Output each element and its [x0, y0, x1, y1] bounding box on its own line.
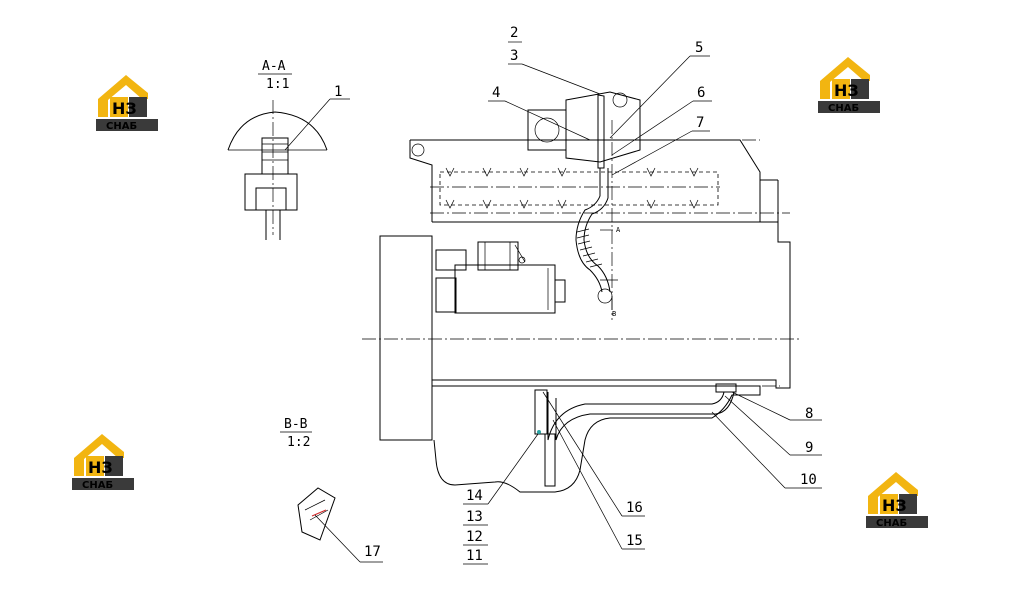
watermark-logo: НЗ CHAБ — [818, 55, 882, 115]
watermark-logo: НЗ CHAБ — [96, 73, 160, 133]
section-aa-scale: 1:1 — [266, 77, 289, 92]
part-label-15: 15 — [626, 533, 643, 549]
part-label-16: 16 — [626, 500, 643, 516]
logo-sub: CHAБ — [106, 121, 137, 132]
logo-letters: НЗ — [112, 99, 137, 118]
logo-sub: CHAБ — [82, 480, 113, 491]
logo-letters: НЗ — [834, 81, 859, 100]
part-label-11: 11 — [466, 548, 483, 564]
part-label-9: 9 — [805, 440, 813, 456]
view-mark-b: B — [612, 310, 616, 318]
section-bb-scale: 1:2 — [287, 435, 310, 450]
view-mark-a: A — [616, 226, 621, 234]
logo-sub: CHAБ — [876, 518, 907, 529]
section-bb-title: B-B — [284, 417, 308, 432]
part-label-17: 17 — [364, 544, 381, 560]
part-label-5: 5 — [695, 40, 703, 56]
section-aa-title: A-A — [262, 59, 286, 74]
logo-letters: НЗ — [882, 496, 907, 515]
turbocharger — [527, 91, 641, 169]
section-bb-detail: B-B 1:2 — [280, 417, 336, 541]
house-logo-icon: НЗ CHAБ — [818, 57, 880, 114]
part-label-1: 1 — [334, 84, 342, 100]
part-label-7: 7 — [696, 115, 704, 131]
watermark-logo: НЗ CHAБ — [72, 432, 136, 492]
manifold-studs — [445, 167, 699, 209]
starter-motor — [435, 241, 566, 314]
part-label-13: 13 — [466, 509, 483, 525]
leaders: 1 2 3 4 5 6 7 8 9 10 14 — [284, 25, 822, 565]
part-label-10: 10 — [800, 472, 817, 488]
part-label-8: 8 — [805, 406, 813, 422]
part-label-6: 6 — [697, 85, 705, 101]
part-label-3: 3 — [510, 48, 518, 64]
house-logo-icon: НЗ CHAБ — [866, 472, 928, 529]
part-label-12: 12 — [466, 529, 483, 545]
house-logo-icon: НЗ CHAБ — [72, 434, 134, 491]
part-label-14: 14 — [466, 488, 483, 504]
logo-sub: CHAБ — [828, 103, 859, 114]
house-logo-icon: НЗ CHAБ — [96, 75, 158, 132]
part-label-4: 4 — [492, 85, 500, 101]
oil-return-pipe-upper: A B — [575, 168, 621, 318]
section-aa-detail: A-A 1:1 — [227, 59, 328, 240]
oil-pipe-lower — [534, 383, 737, 487]
engine-block — [362, 120, 800, 493]
watermark-logo: НЗ CHAБ — [866, 470, 930, 530]
part-label-2: 2 — [510, 25, 518, 41]
logo-letters: НЗ — [88, 458, 113, 477]
